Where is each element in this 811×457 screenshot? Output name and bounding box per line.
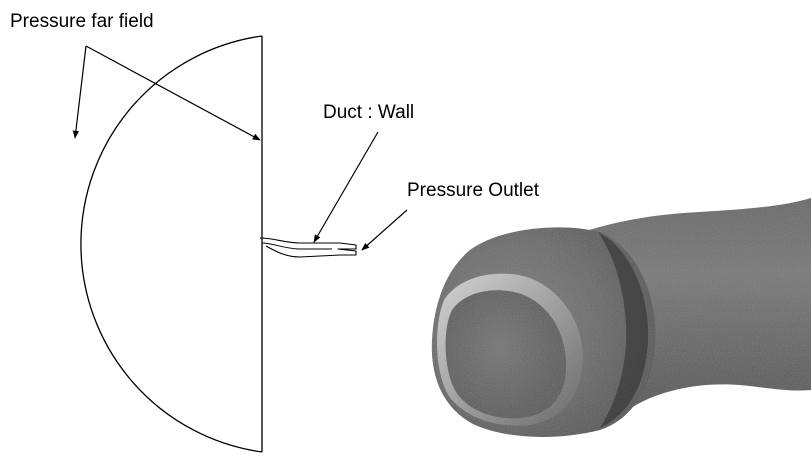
pressure-outlet-label: Pressure Outlet <box>407 180 539 201</box>
pressure-far-field-label: Pressure far field <box>10 11 154 32</box>
far-field-arrow-axis <box>85 45 261 141</box>
duct-wall-arrow <box>313 131 379 243</box>
duct-outline <box>259 237 357 258</box>
meshed-duct-render <box>431 198 811 437</box>
duct-inlet-face <box>445 290 566 419</box>
duct-lip-shadow <box>598 232 649 428</box>
far-field-arrow-arc <box>72 45 87 139</box>
duct-wall-label: Duct : Wall <box>323 102 415 123</box>
duct-inner-line <box>261 242 332 250</box>
pressure-outlet-arrow <box>361 209 408 251</box>
far-field-arc <box>80 35 263 453</box>
